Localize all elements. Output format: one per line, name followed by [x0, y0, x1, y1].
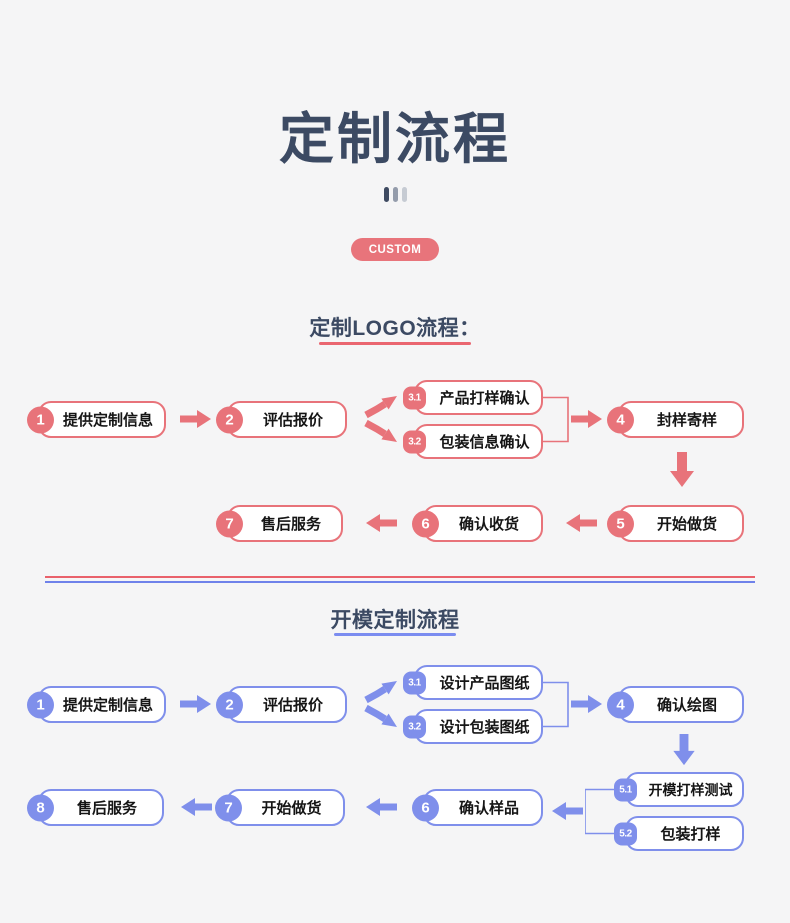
arrow-left-icon [552, 802, 583, 820]
merge-bracket-line [585, 788, 615, 835]
step-label: 售后服务 [76, 800, 137, 817]
flow-mold-heading: 开模定制流程 [330, 609, 460, 632]
step-number-badge: 4 [607, 406, 634, 433]
arrow-left-icon [181, 798, 212, 816]
arrow-right-icon [180, 410, 211, 428]
flow1-step4-box: 4 封样寄样 [607, 401, 744, 438]
merge-bracket-line [543, 681, 569, 728]
decorative-bars-icon [0, 187, 790, 202]
step-number-badge: 2 [216, 691, 243, 718]
step-label: 设计产品图纸 [439, 675, 530, 692]
step-number-badge: 2 [216, 406, 243, 433]
step-label: 产品打样确认 [439, 390, 530, 407]
step-number-badge: 4 [607, 691, 634, 718]
custom-badge: CUSTOM [351, 238, 439, 261]
step-label: 提供定制信息 [62, 697, 153, 714]
flow-mold-heading-underline [334, 633, 456, 636]
step-number-badge: 5 [607, 510, 634, 537]
step-number-badge: 8 [27, 794, 54, 821]
step-number-badge: 1 [27, 406, 54, 433]
step-number-badge: 3.2 [403, 715, 426, 738]
step-label: 设计包装图纸 [439, 719, 530, 736]
flow2-step4-box: 4 确认绘图 [607, 686, 744, 723]
step-label: 开模打样测试 [648, 781, 733, 798]
flow2-step2-box: 2 评估报价 [216, 686, 347, 723]
arrow-right-icon [180, 695, 211, 713]
step-label: 评估报价 [262, 697, 323, 714]
flow1-step5-box: 5 开始做货 [607, 505, 744, 542]
flow1-step6-box: 6 确认收货 [412, 505, 543, 542]
arrow-left-icon [366, 514, 397, 532]
step-number-badge: 7 [216, 510, 243, 537]
step-number-badge: 3.1 [403, 386, 426, 409]
flow-logo-heading-underline [319, 342, 471, 345]
step-label: 包装信息确认 [439, 434, 530, 451]
step-label: 评估报价 [262, 412, 323, 429]
flow2-step3-1-box: 3.1 设计产品图纸 [403, 665, 543, 700]
step-number-badge: 5.1 [614, 778, 637, 801]
step-label: 开始做货 [261, 800, 322, 817]
section-divider-red [45, 576, 755, 578]
step-label: 包装打样 [660, 826, 721, 843]
step-label: 确认绘图 [656, 697, 717, 714]
step-label: 确认收货 [458, 516, 519, 533]
step-label: 确认样品 [458, 800, 519, 817]
flow2-step5-2-box: 5.2 包装打样 [614, 816, 744, 851]
arrow-right-icon [571, 695, 602, 713]
flow1-step3-2-box: 3.2 包装信息确认 [403, 424, 543, 459]
page-title: 定制流程 [278, 108, 511, 170]
step-number-badge: 5.2 [614, 822, 637, 845]
flow2-step3-2-box: 3.2 设计包装图纸 [403, 709, 543, 744]
flow2-step6-box: 6 确认样品 [412, 789, 543, 826]
step-number-badge: 6 [412, 794, 439, 821]
flow2-step1-box: 1 提供定制信息 [27, 686, 166, 723]
merge-bracket-line [543, 396, 569, 443]
step-label: 提供定制信息 [62, 412, 153, 429]
section-divider-blue [45, 581, 755, 583]
split-arrows-icon [364, 396, 397, 442]
step-number-badge: 1 [27, 691, 54, 718]
flow1-step2-box: 2 评估报价 [216, 401, 347, 438]
step-label: 售后服务 [260, 516, 321, 533]
arrow-down-icon [673, 734, 695, 766]
split-arrows-icon [364, 681, 397, 727]
flow-logo-heading: 定制LOGO流程： [309, 317, 481, 340]
flow1-step1-box: 1 提供定制信息 [27, 401, 166, 438]
arrow-down-icon [670, 452, 694, 487]
flow1-step3-1-box: 3.1 产品打样确认 [403, 380, 543, 415]
flow1-step7-box: 7 售后服务 [216, 505, 343, 542]
arrow-left-icon [566, 514, 597, 532]
step-number-badge: 6 [412, 510, 439, 537]
flow2-step7-box: 7 开始做货 [215, 789, 345, 826]
step-number-badge: 3.1 [403, 671, 426, 694]
step-number-badge: 7 [215, 794, 242, 821]
step-number-badge: 3.2 [403, 430, 426, 453]
flow2-step5-1-box: 5.1 开模打样测试 [614, 772, 744, 807]
flow2-step8-box: 8 售后服务 [27, 789, 164, 826]
step-label: 开始做货 [656, 516, 717, 533]
arrow-left-icon [366, 798, 397, 816]
arrow-right-icon [571, 410, 602, 428]
step-label: 封样寄样 [656, 412, 717, 429]
